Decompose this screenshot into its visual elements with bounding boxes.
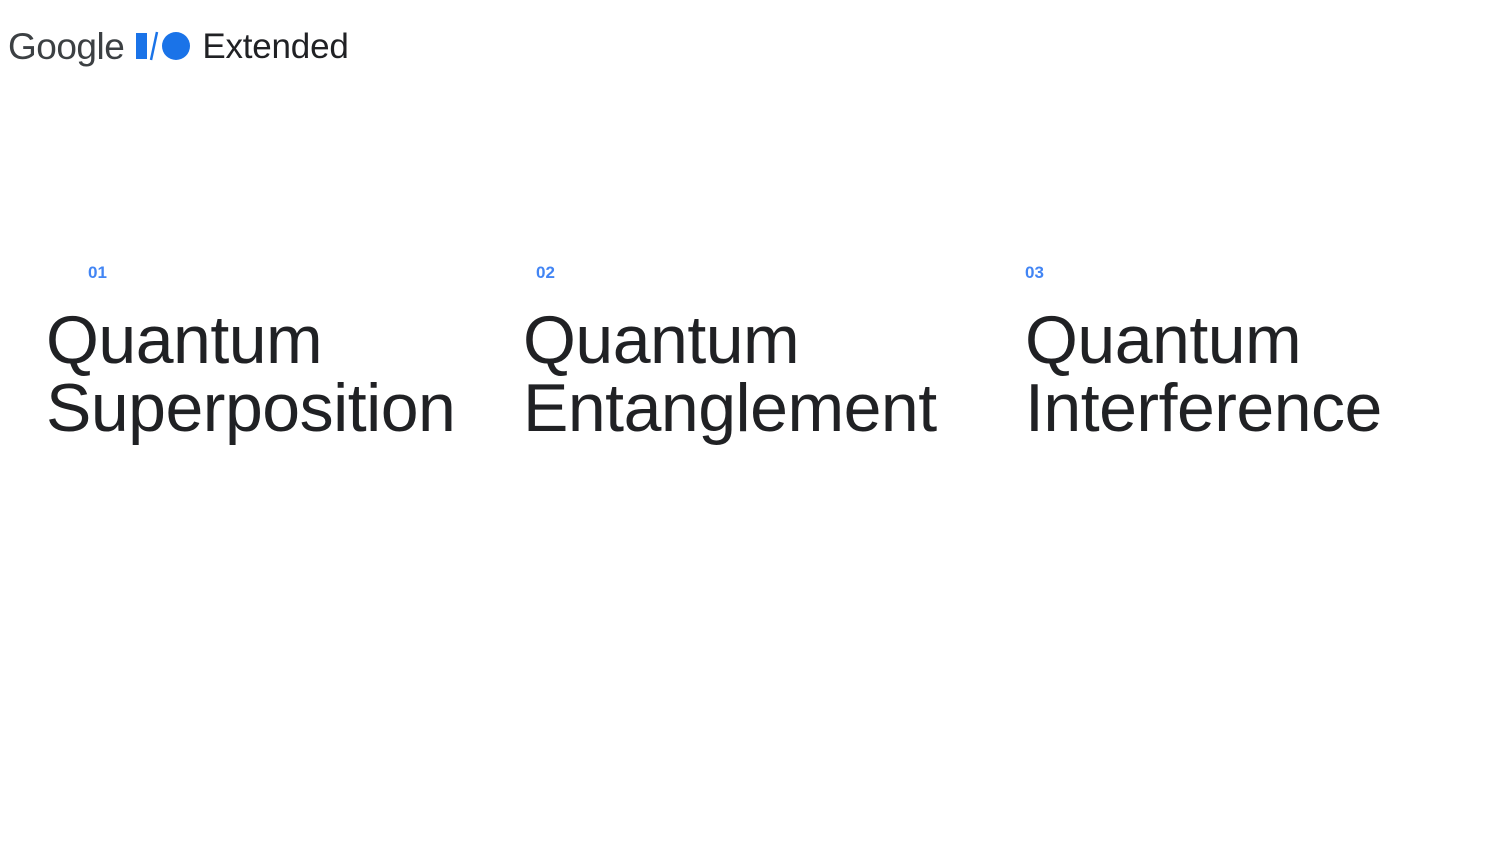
topic-title-line1: Quantum: [46, 302, 323, 378]
topic-number: 03: [1025, 263, 1044, 282]
topic-title: Quantum Interference: [1025, 306, 1382, 442]
topic-title: Quantum Entanglement: [523, 306, 937, 442]
topic-title-line1: Quantum: [523, 302, 800, 378]
io-icon: [136, 30, 192, 62]
google-io-extended-logo: Google Extended: [8, 24, 349, 68]
topic-title-line2: Entanglement: [523, 370, 937, 446]
logo-extended-wordmark: Extended: [202, 26, 349, 66]
topic-title-line2: Interference: [1025, 370, 1382, 446]
topic-number: 01: [88, 263, 107, 282]
topic-number: 02: [536, 263, 555, 282]
logo-google-wordmark: Google: [8, 25, 125, 67]
topic-title: Quantum Superposition: [46, 302, 456, 446]
topic-title-line2: Superposition: [46, 370, 456, 446]
topic-title-line1: Quantum: [1025, 302, 1302, 378]
